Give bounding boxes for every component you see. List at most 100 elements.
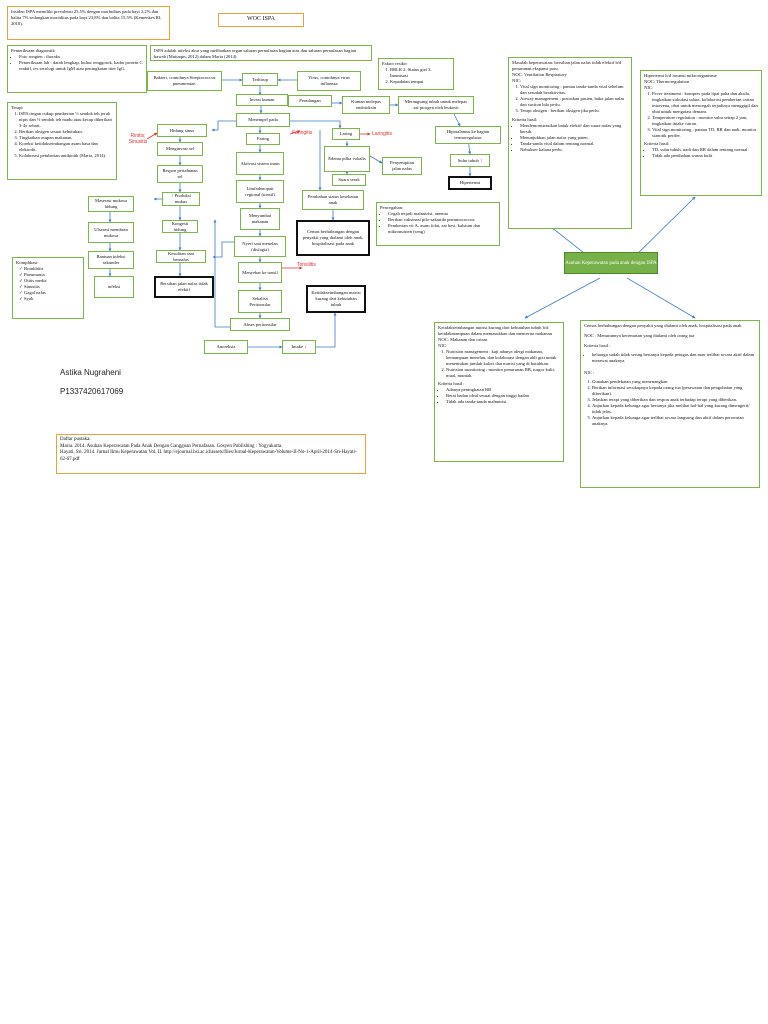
node-ketidakseimbangan: Ketidakseimbangan nutrisi kurang dari ke… [306, 285, 366, 313]
node-bakteri: Bakteri, contohnya Streptococcus pneumon… [147, 71, 222, 91]
node-menempel: Menempel pada [236, 113, 290, 127]
complication-item: ✓ Sinusitis [19, 283, 40, 289]
care-item: Adanya peningkatan BB [446, 387, 560, 393]
references-box: Daftar pustaka: Maria. 2014. Asuhan Kepe… [56, 434, 366, 474]
care-item: Tanda-tanda vital dalam rentang normal. [520, 141, 628, 147]
care-item: Gunakan pendekatan yang menenangkan [592, 379, 756, 385]
definition-box: ISPA adalah infeksi akut yang melibatkan… [150, 45, 372, 61]
care-plan-nutrisi: Ketidakseimbangan nutrisi kurang dari ke… [434, 322, 564, 462]
complication-item: ✓ Bronkhitis [19, 265, 44, 271]
node-limfadenopati: Limfadenopati regional (tonsil) [236, 180, 284, 203]
care-item: TD, suhu tubuh, nadi dan RR dalam rentan… [652, 147, 758, 153]
node-suhu: Suhu tubuh ↑ [450, 154, 490, 167]
node-virus: Virus, contohnya virus influenza [297, 71, 361, 91]
diagram-title: WOC ISPA [218, 13, 304, 27]
prevention-item: Berikan vaksinasi pilo-sakarida pneumoco… [388, 217, 496, 223]
node-abses: Abses peritonsilar [230, 318, 290, 331]
diagnostic-item: Pemeriksaan lab : darah lengkap, kultur … [19, 60, 143, 72]
care-item: Mendemonstrasikan batuk efektif dan suar… [520, 123, 628, 135]
care-item: Temperature regulation : monitor suhu se… [652, 115, 758, 127]
care-item: Vital sign monitoring : pantau TD, RR da… [652, 127, 758, 139]
node-menyebar: Menyebar ke tonsil [238, 262, 282, 283]
care-item: Nutrision management : kaji adanya alerg… [446, 349, 560, 367]
care-item: Tidak ada tanda-tanda malnutrisi [446, 399, 560, 405]
risk-item: Kepadatan tempat [390, 79, 450, 85]
reference-item: Hayati, Sri. 2014. Jurnal Ilmu Keperawat… [60, 450, 357, 462]
node-suara: Suara serak [332, 174, 366, 186]
risk-item: BBLR 2. Status gizi 3. Imunisasi [390, 67, 450, 79]
label-rinitis: Rinitis; Sinusitis [128, 133, 148, 145]
author-id: P1337420617069 [60, 387, 124, 396]
node-invasi: Invasi kuman [236, 94, 288, 106]
prevention-box: Pencegahan: Cegah terjadi malnutrisi, an… [376, 202, 500, 246]
node-anoreksia: Anoreksia [204, 340, 248, 354]
node-merangsang: Merangsang tubuh untuk melepas zat pirog… [398, 96, 474, 114]
node-infeksi: infeksi [94, 276, 134, 298]
care-item: keluarga sudah tidak sering bertanya kep… [592, 352, 756, 364]
prevention-item: Pemberian vit A, asam folat, zat besi, k… [388, 223, 496, 235]
diagnostic-box: Pemeriksaan diagnostik Foto rongten : th… [7, 45, 147, 93]
node-aktivasi: Aktivasi sistem imun [236, 152, 284, 175]
label-faringitis: Faringitis [292, 130, 313, 136]
therapy-item: Berikan oksigen sesuai kebutuhan. [19, 129, 113, 135]
intro-note: Insiden ISPA memiliki prevalensi 25,5% d… [7, 6, 170, 40]
care-plan-airway: Masalah keperawatan: bersihan jalan nafa… [508, 57, 632, 229]
care-item: Fever treatment : kompres pada lipat pah… [652, 91, 758, 115]
node-produksi: ↑ Produksi mukus [162, 192, 200, 206]
care-item: Menunjukkan jalan nafas yang paten. [520, 135, 628, 141]
node-maserasi: Maserasi mukosa hidung [88, 196, 134, 212]
complications-box: Komplikasi: ✓ Bronkhitis ✓ Pneumonia ✓ O… [12, 257, 84, 319]
care-item: Nutrision monitoring : monitor penurunan… [446, 367, 560, 379]
node-menginvasi: Menginvasi sel [157, 142, 203, 156]
node-faring: Faring [246, 133, 280, 145]
risk-factors-box: Faktor resiko: BBLR 2. Status gizi 3. Im… [378, 58, 454, 90]
node-terhirup: Terhirup [242, 73, 278, 86]
therapy-box: Terapi ISPA ringan cukup pemberian ½ sen… [7, 102, 117, 180]
node-hidung-sinus: Hidung sinus [157, 124, 207, 137]
node-perubahan: Perubahan status kesehatan anak [302, 190, 364, 210]
care-item: Airway management : posisikan pasien, bu… [520, 96, 628, 108]
node-laring: Laring [332, 128, 360, 140]
complication-item: ✓ Gagal nafas [19, 289, 46, 295]
node-respon: Respon pertahanan sel [157, 165, 203, 183]
therapy-item: Kolaborasi pemberian antibiotik (Maria, … [19, 153, 113, 159]
reference-item: Maria. 2014. Asuhan Keperawatan Pada Ana… [60, 443, 283, 449]
care-item: Anjurkan kepada keluarga agar terlibat s… [592, 415, 756, 427]
care-plan-hipertermi: Hipertermi b/d invansi mikroorganisme NO… [640, 70, 762, 196]
complication-item: ✓ Syok [19, 295, 34, 301]
label-laringitis: Laringitis [372, 131, 393, 137]
node-kesulitan: Kesulitan saat bernafas [156, 250, 206, 263]
care-plan-cemas: Cemas berhubungan dengan penyakit yang d… [580, 320, 760, 488]
node-kongesti: Kongesti hidung [162, 220, 198, 233]
care-item: Tidak ada perubahan warna kulit [652, 153, 758, 159]
therapy-item: Tingkatkan asupan makanan. [19, 135, 113, 141]
care-item: Vital sign monitoring : pantau tanda-tan… [520, 84, 628, 96]
therapy-item: Koreksi ketidakseimbangan asam basa dan … [19, 141, 113, 153]
care-item: Berat badan ideal sesuai dengan tinggi b… [446, 393, 560, 399]
care-item: Nebuliser kalana perlu. [520, 147, 628, 153]
author-name: Astika Nugraheni [60, 368, 121, 377]
node-intake: Intake ↓ [282, 340, 316, 354]
node-penyempitan: Penyempitan jalan nafas [382, 157, 422, 175]
prevention-item: Cegah terjadi malnutrisi, anemia [388, 211, 496, 217]
node-menyumbat: Menyumbat makanan [240, 208, 280, 230]
complication-item: ✓ Otitis media [19, 277, 47, 283]
therapy-item: ISPA ringan cukup pemberian ½ sendok teh… [19, 111, 113, 129]
node-ulserasi: Ulserasi membran mukosa [88, 222, 134, 243]
central-topic: Asuhan Keperawatan pada anak dengan ISPA [564, 252, 658, 274]
node-bantuan: Bantuan infeksi sekunder [88, 251, 134, 269]
care-item: Jelaskan terapi yang diberikan dan respo… [592, 397, 756, 403]
node-nyeri: Nyeri saat menelan (disfagia) [234, 236, 286, 257]
label-tonsilitis: Tonsilitis [297, 262, 316, 268]
node-peradangan: Peradangan [288, 95, 332, 107]
node-kuman: Kuman melepas endotoksin [342, 96, 390, 114]
care-item: Anjurkan kepada keluarga agar bertanya j… [592, 403, 756, 415]
node-hipertermi: Hipertermi [448, 176, 492, 190]
care-item: Terapi oksigen : berikan oksigen jika pe… [520, 108, 628, 114]
node-edema: Edema pilka vokalis [324, 146, 370, 172]
node-bersihan: Bersihan jalan nafas tidak efektif [154, 276, 214, 298]
node-cemas: Cemas berhubungan dengan penyakit yang d… [296, 220, 370, 256]
complication-item: ✓ Pneumonia [19, 271, 45, 277]
diagnostic-item: Foto rongten : thorakx [19, 54, 143, 60]
